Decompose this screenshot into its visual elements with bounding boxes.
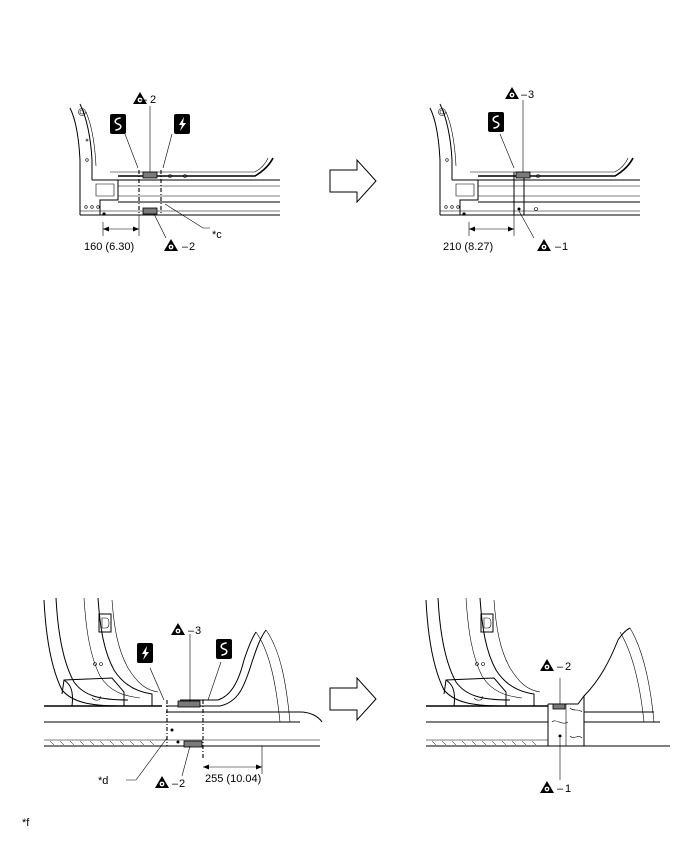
svg-text:–: – [555,241,562,253]
footer-label: *f [22,817,30,829]
weld-triangle-icon [540,781,554,793]
dimension-top-right: 210 (8.27) [443,241,493,253]
callout-top-right-upper: 3 [528,89,534,101]
saw-cut-icon [109,113,127,135]
dimension-top-left: 160 (6.30) [84,241,134,253]
arrow-right-icon [329,158,377,204]
weld-triangle-icon [505,87,519,99]
panel-top-left: 2 – – 2 160 (6.30) *c [69,92,280,253]
svg-text:–: – [557,661,564,673]
lightning-cut-icon [137,643,153,663]
callout-bottom-right-upper: 2 [565,661,571,673]
callout-top-right-lower: 1 [562,241,568,253]
lightning-cut-icon [174,114,190,134]
weld-triangle-icon [537,239,551,251]
label-d: *d [98,775,108,787]
arrow-right-icon [329,676,377,722]
svg-text:–: – [557,783,564,795]
panel-bottom-left: – 3 – 2 255 (10.04) *d [43,597,323,790]
saw-cut-icon [215,638,233,660]
label-c: *c [212,229,222,241]
svg-text:–: – [521,89,528,101]
weld-triangle-icon [171,623,185,635]
panel-bottom-right: – 2 – 1 [425,597,670,795]
weld-triangle-icon [155,776,169,788]
svg-text:–: – [172,778,179,790]
callout-bottom-left-lower: 2 [179,778,185,790]
callout-top-left-lower: 2 [189,241,195,253]
weld-triangle-icon [540,659,554,671]
callout-bottom-right-lower: 1 [565,783,571,795]
saw-cut-icon [487,111,505,133]
svg-text:–: – [182,241,189,253]
svg-text:–: – [141,94,148,106]
callout-bottom-left-upper: 3 [195,625,201,637]
callout-top-left-upper: 2 [150,94,156,106]
svg-text:–: – [188,625,195,637]
panel-top-right: – 3 – 1 210 (8.27) [429,87,640,253]
weld-triangle-icon [164,239,178,251]
dimension-bottom-left: 255 (10.04) [205,773,261,785]
